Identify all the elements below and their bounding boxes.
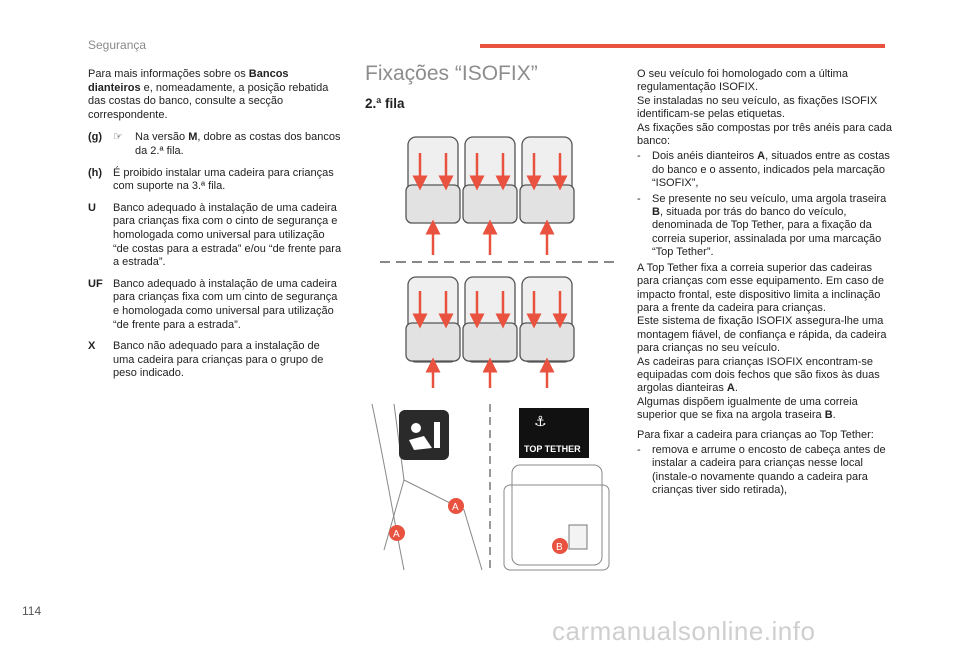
page-number: 114 xyxy=(22,604,42,618)
marker-a-lower xyxy=(389,525,405,541)
legend-text: Banco não adequado para a instalação de … xyxy=(113,340,324,380)
paragraph: O seu veículo foi homologado com a últim… xyxy=(637,68,848,94)
watermark: carmanualsonline.info xyxy=(552,616,816,646)
paragraph: Algumas dispõem igualmente de uma correi… xyxy=(637,395,858,422)
intro-paragraph: Para mais informações sobre os Bancos di… xyxy=(88,68,329,121)
isofix-location-illustration: ⚓ TOP TETHER A A B xyxy=(371,403,610,571)
legend-key: (h) xyxy=(88,166,103,179)
legend-key: U xyxy=(88,201,96,214)
legend-key: UF xyxy=(88,277,103,290)
isofix-arrow-group-bottom xyxy=(412,291,568,388)
legend-list: (g) ☞Na versão M, dobre as costas dos ba… xyxy=(88,131,343,381)
paragraph: As cadeiras para crianças ISOFIX encontr… xyxy=(637,355,880,395)
page-title: Fixações “ISOFIX” xyxy=(365,62,538,85)
svg-text:⚓: ⚓ xyxy=(534,414,547,430)
legend-text: É proibido instalar uma cadeira para cri… xyxy=(113,166,334,193)
marker-a-upper xyxy=(448,498,464,514)
legend-key: X xyxy=(88,340,96,353)
top-tether-symbol-icon xyxy=(519,408,589,458)
section-label: Segurança xyxy=(88,38,147,52)
paragraph: Para fixar a cadeira para crianças ao To… xyxy=(637,428,874,441)
legend-text: Banco adequado à instalação de uma cadei… xyxy=(113,201,342,269)
legend-text: ☞Na versão M, dobre as costas dos bancos… xyxy=(113,131,341,157)
header-accent-bar xyxy=(480,44,885,48)
marker-b xyxy=(552,538,568,554)
isofix-symbol-icon xyxy=(399,410,449,460)
right-column: O seu veículo foi homologado com a últim… xyxy=(637,68,897,500)
hand-pointer-icon: ☞ xyxy=(113,131,123,144)
paragraph: As fixações são compostas por três anéis… xyxy=(637,121,892,148)
seat-row-bottom xyxy=(405,276,575,363)
legend-key: (g) xyxy=(88,131,103,144)
legend-text: Banco adequado à instalação de uma cadei… xyxy=(113,277,338,331)
svg-text:A: A xyxy=(452,502,459,513)
seat-row-top xyxy=(405,136,575,224)
dash-list-item: -remova e arrume o encosto de cabeça ant… xyxy=(637,443,886,497)
left-column: Para mais informações sobre os Bancos di… xyxy=(88,68,343,381)
paragraph: Este sistema de fixação ISOFIX assegura-… xyxy=(637,315,887,355)
isofix-seat-diagram xyxy=(380,136,615,388)
svg-text:TOP TETHER: TOP TETHER xyxy=(524,444,581,454)
isofix-arrow-group-top xyxy=(412,153,568,255)
paragraph: Se instaladas no seu veículo, as fixaçõe… xyxy=(637,94,878,121)
dash-list-item: -Dois anéis dianteiros A, situados entre… xyxy=(637,150,890,190)
paragraph: A Top Tether fixa a correia superior das… xyxy=(637,261,885,314)
svg-text:B: B xyxy=(556,542,563,553)
svg-text:A: A xyxy=(393,529,400,540)
dash-list-item: -Se presente no seu veículo, uma argola … xyxy=(637,192,887,259)
subtitle: 2.ª fila xyxy=(365,96,405,111)
